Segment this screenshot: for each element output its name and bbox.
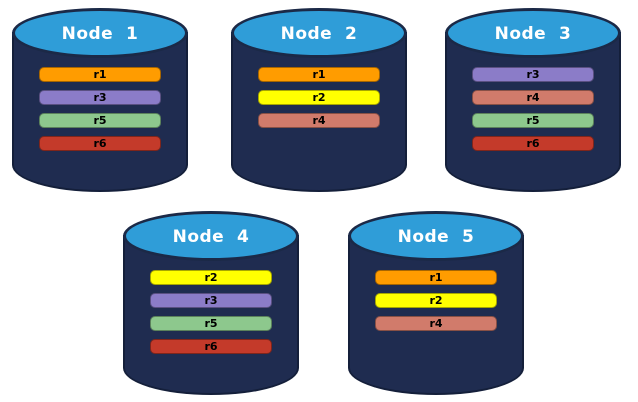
database-node: Node 1 r1 r3 r5 r6 xyxy=(12,8,188,192)
cylinder-top-ellipse: Node 4 xyxy=(123,211,299,261)
replica-bar: r1 xyxy=(258,67,380,82)
replica-bar: r5 xyxy=(39,113,161,128)
cylinder-top-ellipse: Node 3 xyxy=(445,8,621,58)
replica-bar: r6 xyxy=(150,339,272,354)
replica-bar: r2 xyxy=(150,270,272,285)
cylinder-top-ellipse: Node 2 xyxy=(231,8,407,58)
cylinder-body xyxy=(445,32,621,192)
replica-label: r4 xyxy=(429,317,443,330)
cylinder-body xyxy=(12,32,188,192)
replica-bar: r2 xyxy=(375,293,497,308)
replica-label: r4 xyxy=(312,114,326,127)
replica-label: r3 xyxy=(204,294,218,307)
replica-list: r1 r2 r4 xyxy=(375,270,497,331)
replica-label: r5 xyxy=(526,114,540,127)
replica-list: r3 r4 r5 r6 xyxy=(472,67,594,151)
replica-bar: r1 xyxy=(375,270,497,285)
replica-label: r2 xyxy=(204,271,218,284)
replica-label: r6 xyxy=(526,137,540,150)
database-node: Node 2 r1 r2 r4 xyxy=(231,8,407,192)
database-node: Node 3 r3 r4 r5 r6 xyxy=(445,8,621,192)
replica-bar: r6 xyxy=(39,136,161,151)
node-label: Node 1 xyxy=(61,24,139,44)
replica-label: r6 xyxy=(93,137,107,150)
replica-label: r2 xyxy=(312,91,326,104)
replica-bar: r3 xyxy=(150,293,272,308)
replica-label: r1 xyxy=(429,271,443,284)
cylinder-body xyxy=(123,235,299,395)
replica-bar: r6 xyxy=(472,136,594,151)
replica-label: r2 xyxy=(429,294,443,307)
replica-bar: r1 xyxy=(39,67,161,82)
replica-bar: r4 xyxy=(375,316,497,331)
replica-label: r3 xyxy=(93,91,107,104)
replica-label: r1 xyxy=(93,68,107,81)
node-label: Node 2 xyxy=(280,24,358,44)
replica-bar: r3 xyxy=(39,90,161,105)
database-node: Node 4 r2 r3 r5 r6 xyxy=(123,211,299,395)
replica-list: r1 r2 r4 xyxy=(258,67,380,128)
replica-label: r5 xyxy=(93,114,107,127)
replica-bar: r3 xyxy=(472,67,594,82)
replica-label: r6 xyxy=(204,340,218,353)
cylinder-top-ellipse: Node 5 xyxy=(348,211,524,261)
cylinder-body xyxy=(348,235,524,395)
node-label: Node 5 xyxy=(397,227,475,247)
replica-label: r3 xyxy=(526,68,540,81)
replica-bar: r2 xyxy=(258,90,380,105)
replica-bar: r5 xyxy=(150,316,272,331)
replica-bar: r5 xyxy=(472,113,594,128)
replica-bar: r4 xyxy=(258,113,380,128)
replica-list: r2 r3 r5 r6 xyxy=(150,270,272,354)
replica-label: r5 xyxy=(204,317,218,330)
cylinder-top-ellipse: Node 1 xyxy=(12,8,188,58)
replica-label: r1 xyxy=(312,68,326,81)
cylinder-body xyxy=(231,32,407,192)
database-node: Node 5 r1 r2 r4 xyxy=(348,211,524,395)
replica-label: r4 xyxy=(526,91,540,104)
replica-bar: r4 xyxy=(472,90,594,105)
replica-list: r1 r3 r5 r6 xyxy=(39,67,161,151)
node-label: Node 3 xyxy=(494,24,572,44)
node-label: Node 4 xyxy=(172,227,250,247)
